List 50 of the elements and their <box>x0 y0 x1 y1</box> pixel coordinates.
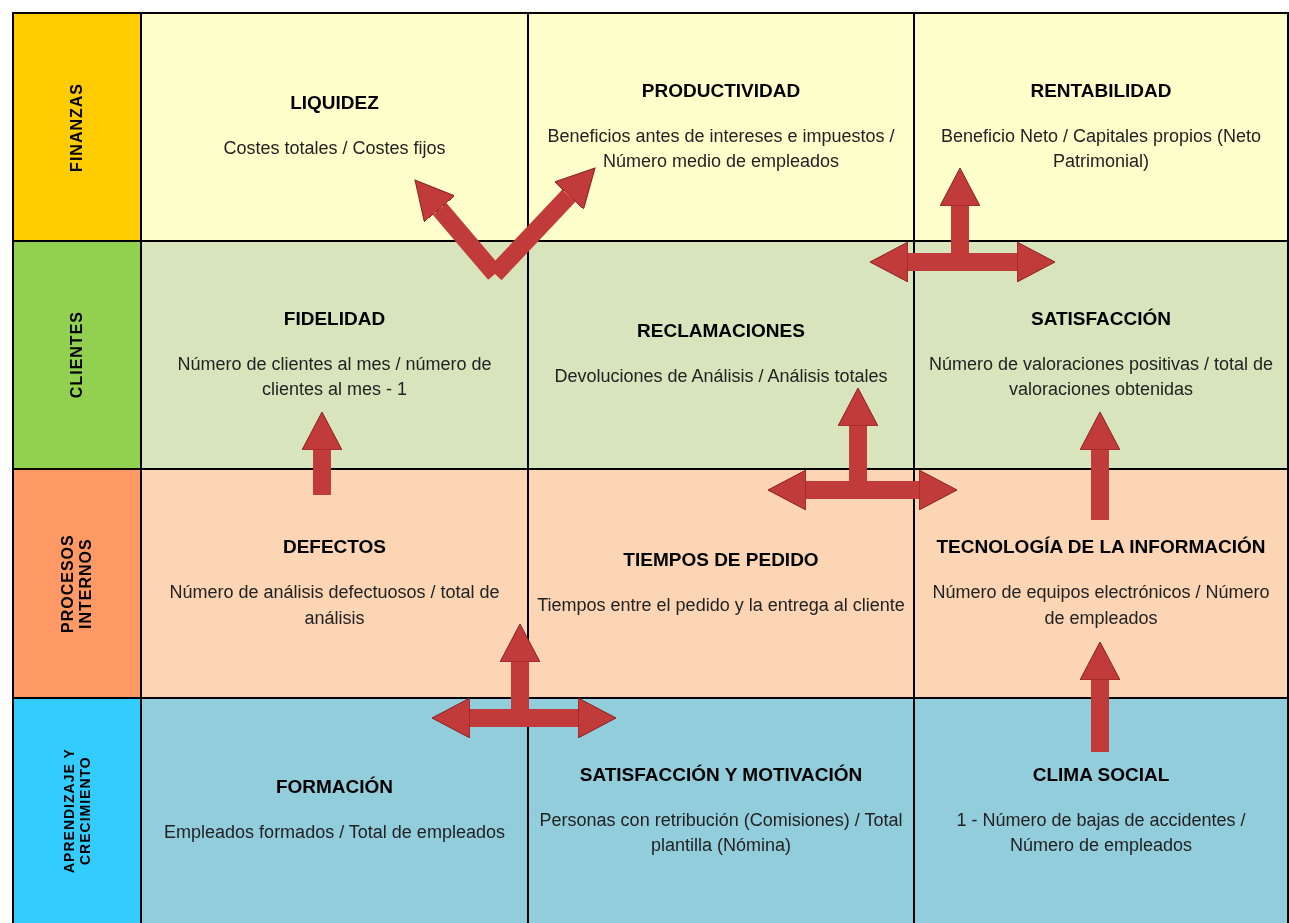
kpi-heading: TECNOLOGÍA DE LA INFORMACIÓN <box>936 536 1266 559</box>
arrow <box>1079 411 1121 520</box>
kpi-heading: DEFECTOS <box>282 536 387 559</box>
kpi-heading: FIDELIDAD <box>283 307 386 330</box>
row-header-band <box>12 12 142 242</box>
arrow <box>301 411 343 495</box>
kpi-formula: Número de clientes al mes / número de clientes al mes - 1 <box>176 352 493 401</box>
kpi-heading: RENTABILIDAD <box>1030 79 1172 102</box>
kpi-formula: Número de equipos electrónicos / Número de empleados <box>931 581 1271 630</box>
kpi-formula: Personas con retribución (Comisiones) / Total plantilla (Nómina) <box>538 808 904 857</box>
kpi-cell <box>527 240 915 470</box>
row-heading: CLIENTES <box>68 311 86 399</box>
kpi-cell <box>140 240 529 470</box>
kpi-cell <box>913 697 1289 923</box>
kpi-formula: Costes totales / Costes fijos <box>223 137 446 161</box>
kpi-cell <box>913 240 1289 470</box>
kpi-cell <box>913 468 1289 699</box>
row-header-band <box>12 697 142 923</box>
kpi-heading: SATISFACCIÓN Y MOTIVACIÓN <box>579 763 863 786</box>
kpi-formula: Devoluciones de Análisis / Análisis totales <box>554 365 888 389</box>
kpi-formula: Beneficio Neto / Capitales propios (Neto Patrimonial) <box>939 124 1263 173</box>
kpi-heading: FORMACIÓN <box>275 776 394 799</box>
kpi-cell <box>140 12 529 242</box>
kpi-formula: Empleados formados / Total de empleados <box>164 821 505 845</box>
row-heading: FINANZAS <box>68 82 86 172</box>
kpi-cell <box>913 12 1289 242</box>
kpi-cell <box>527 697 915 923</box>
arrow <box>869 241 1056 283</box>
kpi-cell <box>527 12 915 242</box>
row-heading: PROCESOS INTERNOS <box>59 533 95 635</box>
kpi-heading: CLIMA SOCIAL <box>1032 763 1170 786</box>
row-heading: APRENDIZAJE Y CRECIMIENTO <box>61 747 93 876</box>
kpi-heading: PRODUCTIVIDAD <box>641 79 801 102</box>
kpi-formula: Tiempos entre el pedido y la entrega al cliente <box>537 593 905 617</box>
arrow <box>767 469 958 511</box>
kpi-cell <box>527 468 915 699</box>
kpi-formula: Número de análisis defectuosos / total de análisis <box>168 581 501 630</box>
kpi-cell <box>140 697 529 923</box>
kpi-heading: RECLAMACIONES <box>637 320 805 343</box>
kpi-heading: TIEMPOS DE PEDIDO <box>623 548 819 571</box>
kpi-formula: 1 - Número de bajas de accidentes / Número de empleados <box>955 808 1247 857</box>
kpi-formula: Número de valoraciones positivas / total de valoraciones obtenidas <box>927 352 1275 401</box>
row-header-band <box>12 468 142 699</box>
row-header-band <box>12 240 142 470</box>
kpi-heading: LIQUIDEZ <box>290 92 379 115</box>
arrow <box>1079 641 1121 752</box>
kpi-cell <box>140 468 529 699</box>
kpi-formula: Beneficios antes de intereses e impuestos / Número medio de empleados <box>546 124 896 173</box>
kpi-heading: SATISFACCIÓN <box>1030 307 1171 330</box>
arrow <box>431 697 617 739</box>
